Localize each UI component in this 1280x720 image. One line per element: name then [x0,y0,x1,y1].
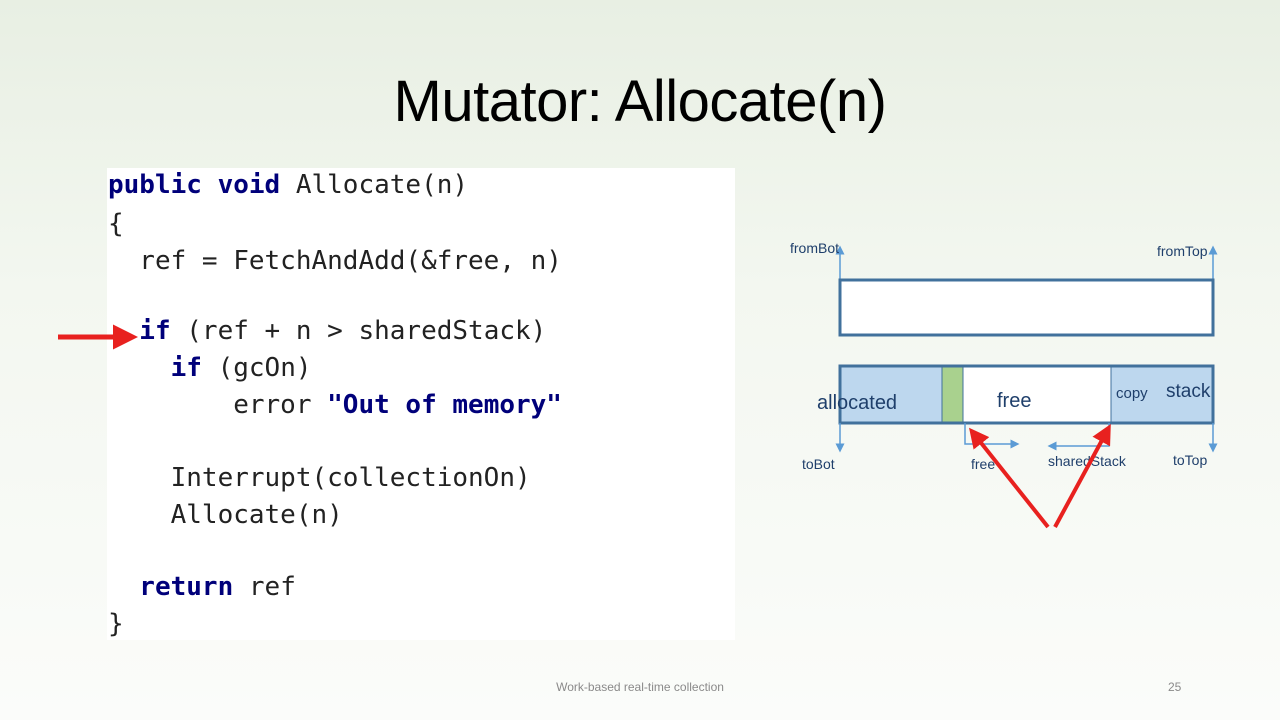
slide-title: Mutator: Allocate(n) [393,69,887,134]
code-keyword: return [108,572,234,602]
code-line-1: public void Allocate(n) [108,167,468,203]
free-region-label: free [997,390,1031,412]
code-keyword: if [108,353,202,383]
code-keyword: if [108,316,171,346]
footer-text: Work-based real-time collection [556,680,724,694]
allocated-label: allocated [817,392,897,414]
code-text: error [108,390,328,420]
allocated-region [840,366,942,423]
code-keyword: public void [108,170,281,200]
to-top-label: toTop [1173,452,1207,468]
code-panel [107,168,735,640]
callout-arrow-free [969,427,1050,529]
code-text: ref [233,572,296,602]
to-space-box [838,364,1215,425]
page-number: 25 [1168,680,1182,694]
code-line-3: ref = FetchAndAdd(&free, n) [108,246,562,276]
code-string: "Out of memory" [327,390,562,420]
callout-arrow-shared-stack [1053,423,1111,528]
free-pointer-label: free [971,456,995,472]
from-top-label: fromTop [1157,243,1208,259]
copy-stack-region [1111,366,1213,423]
code-line-8: Allocate(n) [108,500,343,530]
code-text: Allocate(n) [280,170,469,200]
from-space-box [838,278,1215,337]
code-line-10: } [108,609,124,639]
code-line-9: return ref [108,569,296,605]
to-bot-label: toBot [802,456,835,472]
from-bot-label: fromBot [790,240,839,256]
copy-label: copy [1116,385,1148,402]
code-line-2: { [108,209,124,239]
free-region [963,366,1111,423]
free-pointer-arrow [964,423,1020,449]
stack-label: stack [1166,381,1211,402]
code-text: (gcOn) [201,353,312,383]
code-text: (ref + n > sharedStack) [170,316,547,346]
code-line-5: if (gcOn) [108,350,312,386]
green-block [942,366,963,423]
shared-stack-label: sharedStack [1048,453,1127,469]
code-line-4: if (ref + n > sharedStack) [108,313,546,349]
code-line-7: Interrupt(collectionOn) [108,463,531,493]
code-line-6: error "Out of memory" [108,387,562,423]
